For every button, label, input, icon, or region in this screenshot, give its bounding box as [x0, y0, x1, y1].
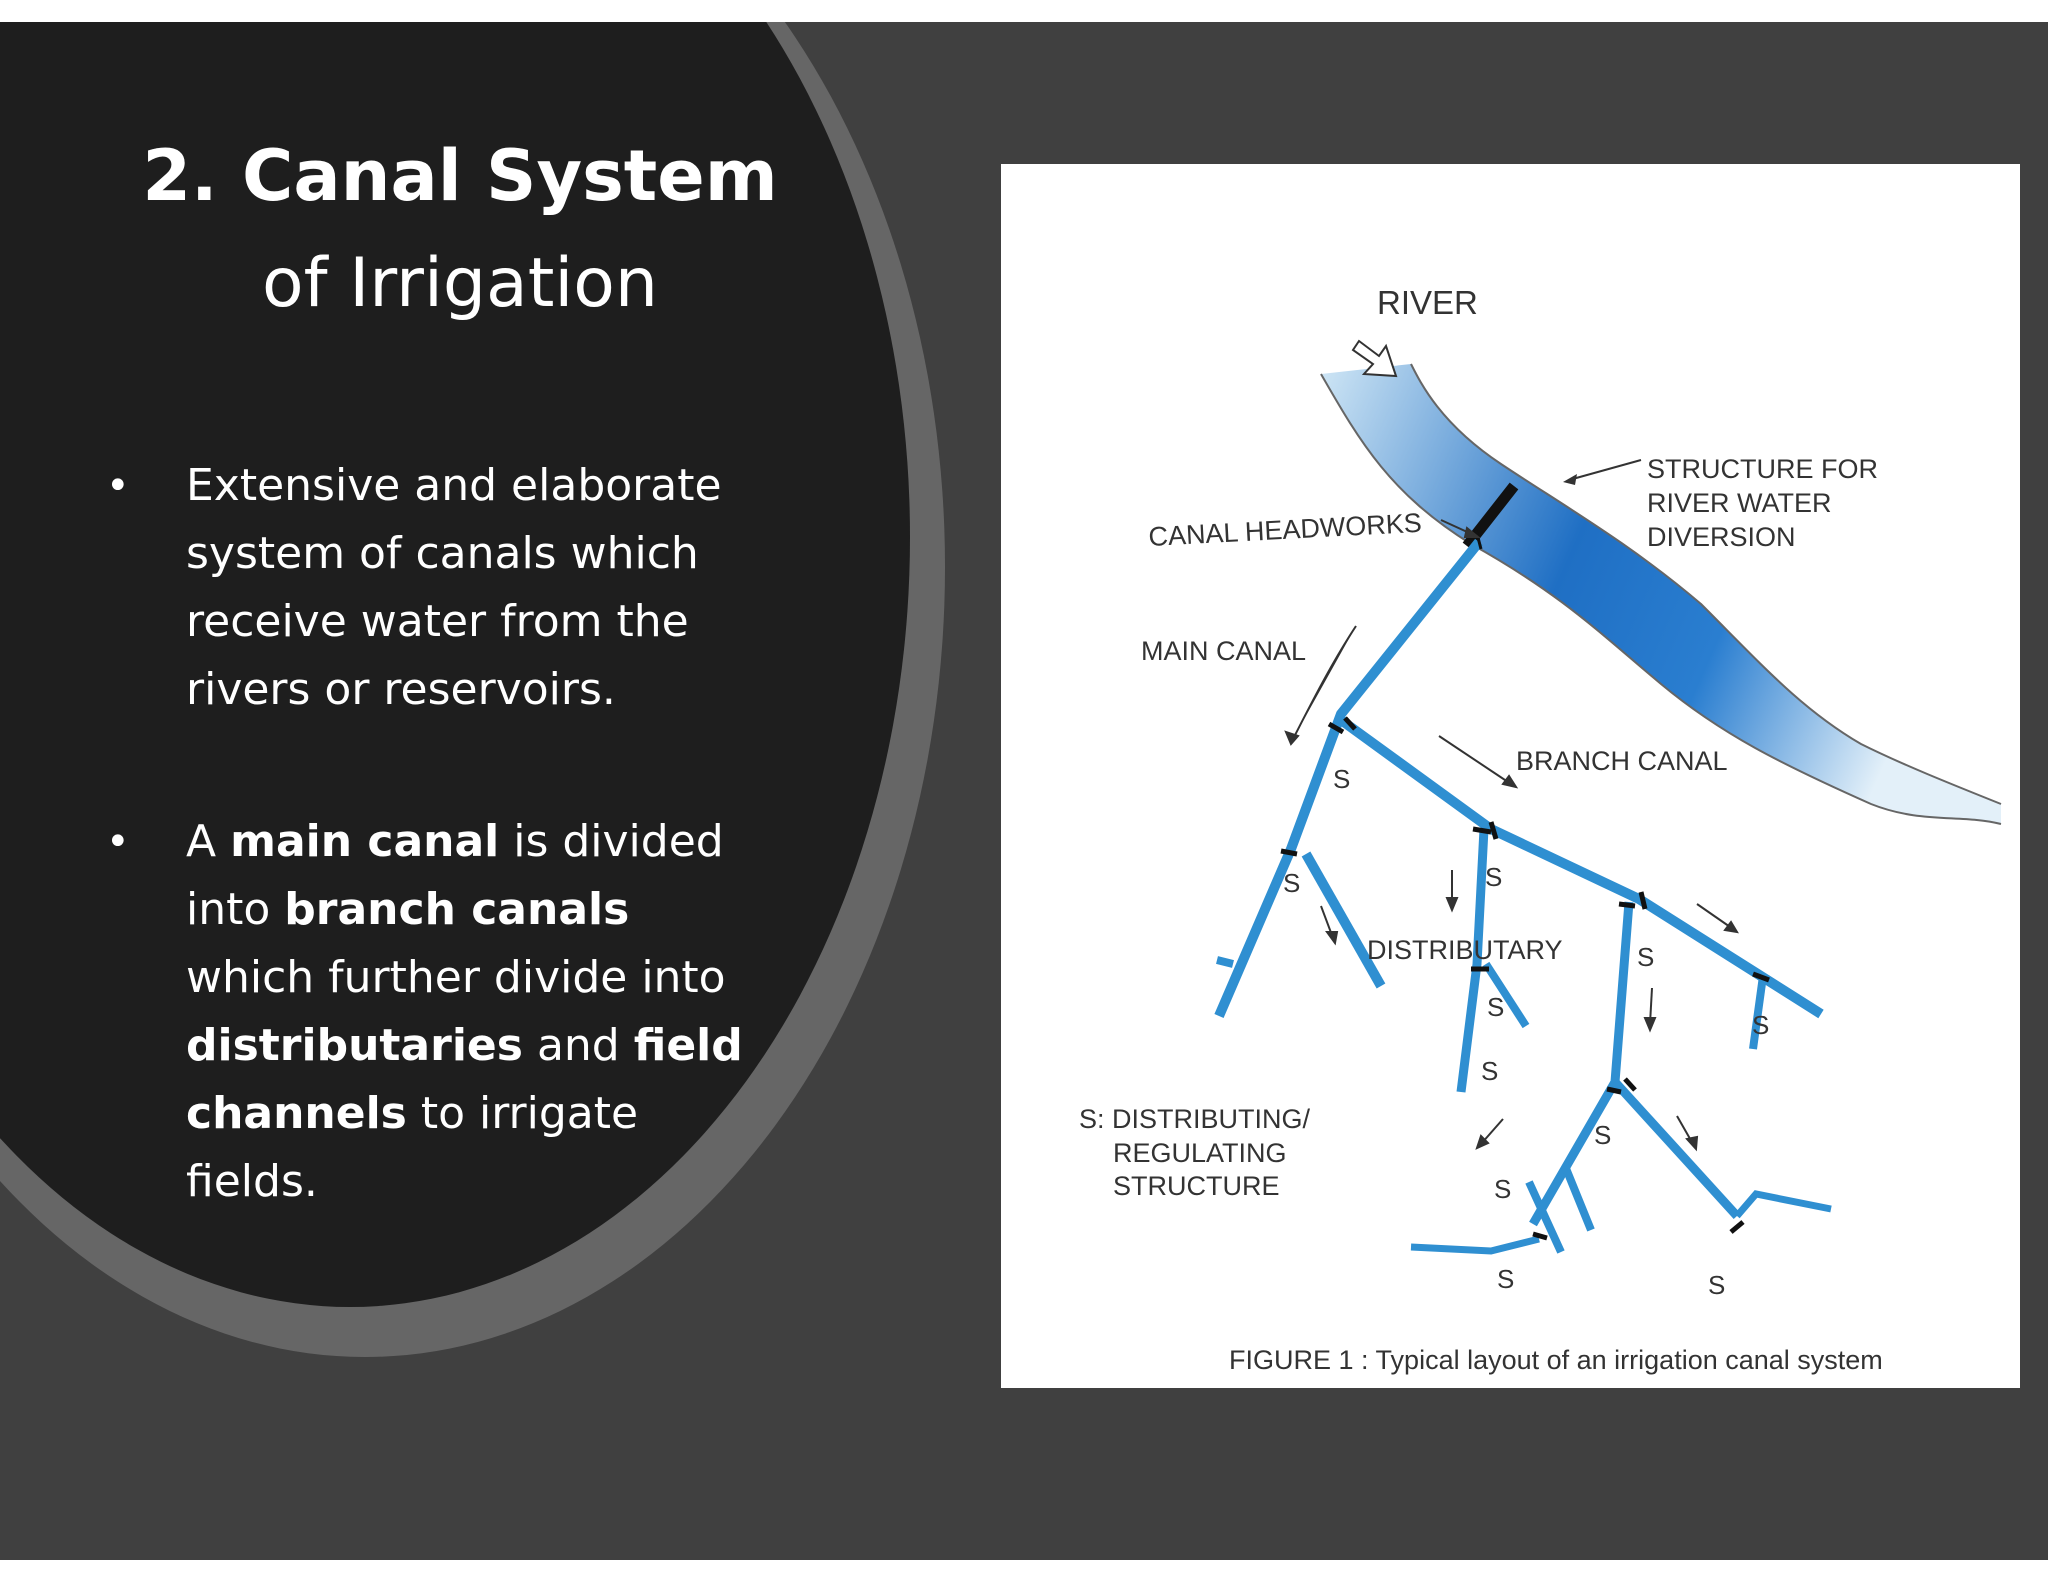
structure-marker: S [1497, 1264, 1514, 1294]
title-regular: of Irrigation [262, 244, 658, 323]
regulating-gate [1532, 1231, 1548, 1241]
canal-diagram: RIVER STRUCTURE FOR RIVER WATER DIVERSIO… [1079, 284, 2002, 1375]
text-run-bold: distributaries [186, 1020, 523, 1071]
diversion-structure-label-line-2: RIVER WATER [1647, 488, 1832, 518]
text-run: to irrigate fields. [186, 1088, 639, 1207]
slide: 2. Canal System of Irrigation • Extensiv… [0, 22, 2048, 1560]
structure-marker: S [1283, 868, 1300, 898]
river [1321, 364, 2001, 824]
regulating-gate [1327, 721, 1345, 735]
text-run-bold: main canal [230, 816, 500, 867]
main-canal [1214, 538, 1483, 1018]
canal-headworks-label: CANAL HEADWORKS [1148, 508, 1423, 552]
river-inflow-arrow-icon [1351, 339, 1398, 378]
flow-arrow-icon [1445, 897, 1459, 913]
field-channel [1749, 975, 1767, 1050]
regulating-gate [1474, 529, 1483, 550]
text-run: and [522, 1020, 634, 1071]
caption-prefix: FIGURE 1 [1229, 1345, 1354, 1375]
structure-markers: S S S S S S S S S S S [1283, 764, 1769, 1300]
caption-text: : Typical layout of an irrigation canal … [1354, 1345, 1883, 1375]
canal-diagram-figure: RIVER STRUCTURE FOR RIVER WATER DIVERSIO… [1001, 164, 2020, 1388]
structure-marker: S [1752, 1010, 1769, 1040]
river-bank [1410, 363, 2002, 805]
structure-marker: S [1594, 1120, 1611, 1150]
regulating-gate [1623, 1077, 1637, 1092]
legend-line-1: S: DISTRIBUTING/ [1079, 1104, 1311, 1134]
flow-arrow-icon [1723, 920, 1739, 934]
title-bold: 2. Canal System [142, 135, 778, 217]
structure-marker: S [1487, 992, 1504, 1022]
structure-marker: S [1333, 764, 1350, 794]
field-channel [1410, 1235, 1540, 1255]
distributary-canal [1456, 828, 1489, 1093]
secondary-canal [1301, 851, 1386, 989]
regulating-gate [1618, 901, 1636, 909]
flow-arrow-icon [1325, 931, 1339, 946]
flow-arrow-icon [1685, 1135, 1699, 1152]
bullet-list: • Extensive and elaborate system of cana… [100, 452, 750, 1300]
flow-arrow-icon [1284, 730, 1300, 746]
bullet-text-1: Extensive and elaborate system of canals… [186, 460, 722, 715]
regulating-gate [1606, 1086, 1622, 1095]
pointer-arrowhead-icon [1563, 474, 1577, 485]
text-run: is divided into [186, 816, 724, 935]
regulating-gate [1729, 1220, 1745, 1234]
regulating-gate [1752, 971, 1770, 983]
flow-arrows [1284, 519, 1739, 1152]
flow-arrow-icon [1696, 903, 1734, 930]
river-bank [1320, 373, 2002, 825]
slide-title: 2. Canal System of Irrigation [80, 122, 840, 338]
regulating-gate [1472, 826, 1492, 835]
bullet-item-2: • A main canal is divided into branch ca… [100, 808, 750, 1216]
diversion-structure-label-line-3: DIVERSION [1647, 522, 1796, 552]
flow-arrow-icon [1292, 625, 1357, 740]
branch-canal [1338, 715, 1824, 1019]
structure-marker: S [1637, 942, 1654, 972]
field-channel [1525, 1180, 1565, 1254]
pointer-line [1568, 459, 1642, 481]
flow-arrow-icon [1438, 735, 1512, 785]
legend-line-3: STRUCTURE [1113, 1171, 1280, 1201]
river-label: RIVER [1377, 284, 1478, 321]
bullet-text-2: A main canal is divided into branch cana… [186, 816, 743, 1207]
flow-arrow-icon [1475, 1134, 1490, 1150]
legend-line-2: REGULATING [1113, 1138, 1287, 1168]
regulating-gate [1638, 891, 1648, 910]
distributary-label: DISTRIBUTARY [1367, 935, 1563, 965]
structure-marker: S [1708, 1270, 1725, 1300]
text-run: which further divide into [186, 952, 726, 1003]
regulating-gate [1488, 821, 1499, 840]
text-run: A [186, 816, 231, 867]
bullet-dot: • [106, 819, 130, 865]
bullet-item-1: • Extensive and elaborate system of cana… [100, 452, 750, 724]
flow-arrow-icon [1643, 1017, 1657, 1033]
structure-marker: S [1481, 1056, 1498, 1086]
field-channel [1734, 1190, 1832, 1219]
regulating-gate [1280, 848, 1298, 857]
bullet-dot: • [106, 463, 130, 509]
structure-marker: S [1494, 1174, 1511, 1204]
flow-arrow-icon [1463, 526, 1481, 538]
field-channel [1561, 1164, 1595, 1232]
regulating-gate [1343, 716, 1357, 731]
field-channel [1611, 1078, 1741, 1220]
branch-canal-label: BRANCH CANAL [1516, 746, 1728, 776]
diversion-structure-label-line-1: STRUCTURE FOR [1647, 454, 1878, 484]
field-channel [1216, 956, 1234, 968]
field-channel [1482, 961, 1530, 1029]
flow-arrow-icon [1501, 774, 1519, 789]
figure-caption: FIGURE 1 : Typical layout of an irrigati… [1229, 1345, 1883, 1375]
text-run-bold: branch canals [284, 884, 630, 935]
text-run-bold: field channels [186, 1020, 743, 1139]
structure-marker: S [1485, 862, 1502, 892]
main-canal-label: MAIN CANAL [1141, 636, 1306, 666]
